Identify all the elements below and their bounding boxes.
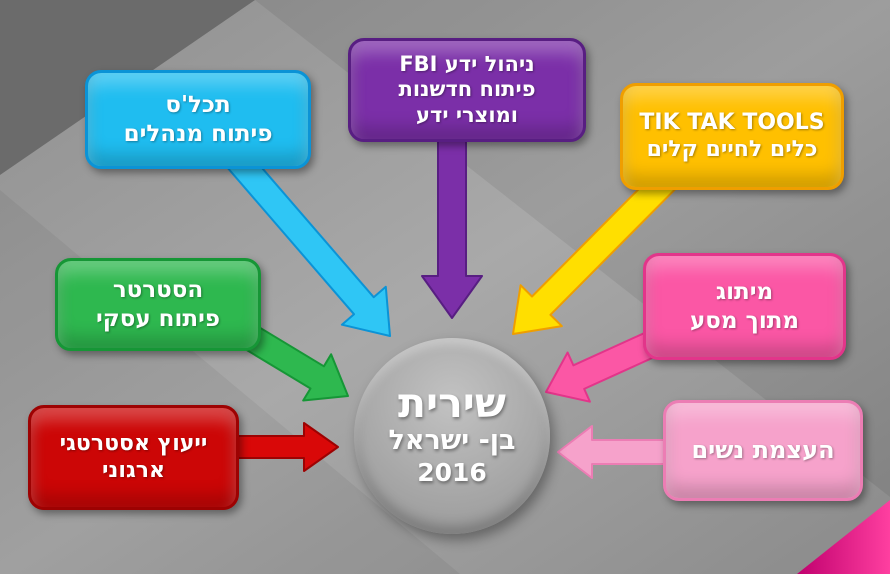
- box-branding: מיתוג מתוך מסע: [643, 253, 846, 360]
- box-fbi-knowledge: ניהול ידע FBI פיתוח חדשנות ומוצרי ידע: [348, 38, 586, 142]
- box-women-line1: העצמת נשים: [691, 435, 835, 464]
- arrow-fbi-knowledge-management: [421, 125, 483, 319]
- arrow-branding-from-journey: [545, 329, 663, 403]
- center-name-line2: בן- ישראל: [388, 425, 516, 457]
- box-tachles-line2: פיתוח מנהלים: [123, 120, 273, 147]
- box-branding-line2: מתוך מסע: [689, 307, 800, 334]
- box-fbi-line1: ניהול ידע FBI: [399, 51, 535, 76]
- box-starter-line2: פיתוח עסקי: [96, 305, 220, 332]
- arrow-women-empowerment: [557, 425, 669, 479]
- center-year: 2016: [417, 458, 487, 488]
- box-tachles-line1: תכל'ס: [165, 92, 231, 119]
- arrow-tik-tak-tools: [512, 167, 679, 335]
- arrow-tachles-managers-development: [227, 150, 391, 337]
- box-tiktak-line1: TIK TAK TOOLS: [639, 109, 825, 135]
- arrow-strategic-organizational-consulting: [225, 422, 339, 472]
- box-fbi-line2: פיתוח חדשנות: [398, 77, 536, 102]
- center-name-line1: שירית: [398, 379, 506, 428]
- box-tiktak-line2: כלים לחיים קלים: [646, 136, 818, 162]
- center-circle: שירית בן- ישראל 2016: [354, 338, 550, 534]
- box-fbi-line3: ומוצרי ידע: [416, 102, 518, 127]
- box-tachles: תכל'ס פיתוח מנהלים: [85, 70, 311, 169]
- pink-corner-triangle: [797, 500, 890, 574]
- box-consulting: ייעוץ אסטרטגי ארגוני: [28, 405, 239, 510]
- box-branding-line1: מיתוג: [715, 279, 774, 306]
- box-starter-line1: הסטרטר: [112, 277, 204, 304]
- box-women-empowerment: העצמת נשים: [663, 400, 863, 501]
- box-consulting-line1: ייעוץ אסטרטגי: [59, 430, 208, 456]
- box-tik-tak-tools: TIK TAK TOOLS כלים לחיים קלים: [620, 83, 844, 190]
- box-starter: הסטרטר פיתוח עסקי: [55, 258, 261, 351]
- box-consulting-line2: ארגוני: [101, 457, 166, 483]
